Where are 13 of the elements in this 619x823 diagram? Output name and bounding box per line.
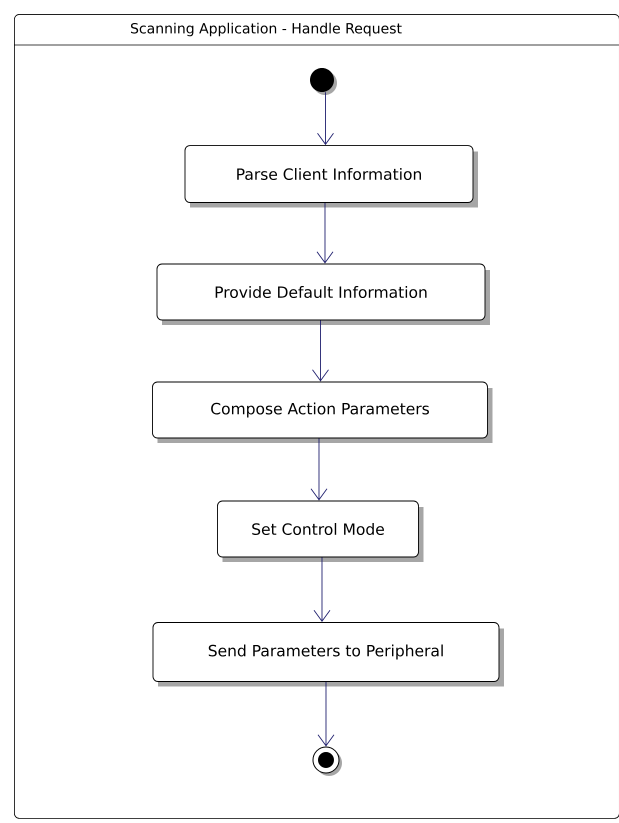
arrow — [317, 92, 334, 146]
arrow — [312, 320, 329, 382]
action-box: Provide Default Information — [156, 264, 490, 325]
arrow — [314, 557, 330, 622]
arrow — [316, 202, 334, 264]
arrow — [310, 438, 328, 501]
action-box: Set Control Mode — [217, 500, 424, 562]
final-node — [312, 746, 342, 776]
action-box: Compose Action Parameters — [152, 382, 492, 443]
initial-node — [310, 68, 337, 96]
action-box: Parse Client Information — [184, 145, 478, 208]
action-box: Send Parameters to Peripheral — [152, 622, 504, 686]
arrow — [318, 682, 334, 746]
